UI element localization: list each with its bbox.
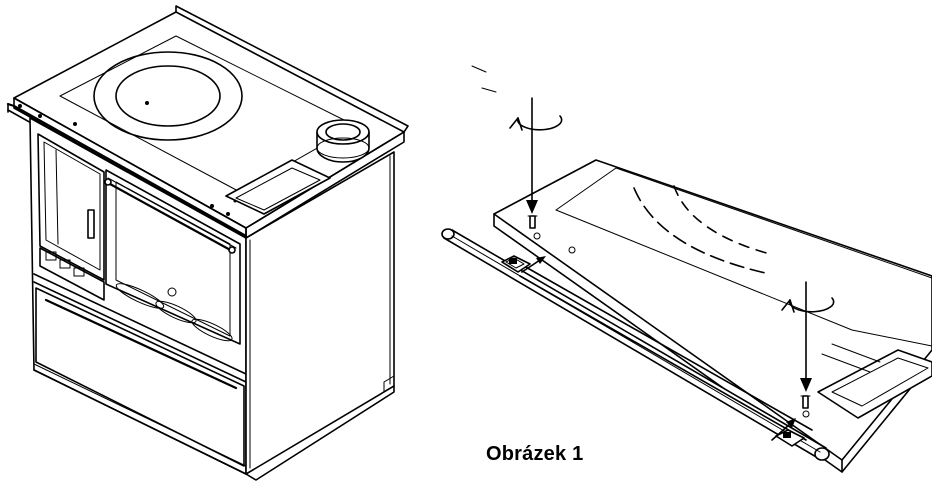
drawer-handle (44, 298, 238, 390)
stove-cooktop (13, 5, 409, 239)
firebox-door (37, 133, 105, 281)
hob-ring-outer (93, 51, 243, 141)
detail-towel-rail (441, 228, 830, 461)
hob-ring-inner (115, 65, 221, 127)
screw-icon (527, 215, 538, 229)
bracket-icon (501, 255, 531, 273)
detail-cooktop-slab (493, 159, 932, 473)
stove-front-face (29, 117, 247, 475)
stove-illustration (6, 5, 409, 481)
oven-door (105, 169, 241, 345)
screw-instruction-left (509, 97, 563, 229)
rail-mounting-detail (441, 65, 932, 473)
bracket-icon (775, 429, 805, 447)
rotate-screw-icon (509, 115, 563, 131)
screw-instruction-right (781, 281, 835, 409)
screw-icon (800, 395, 811, 409)
drawer (35, 287, 245, 467)
stove-side-face (245, 151, 395, 481)
flue-collar (316, 119, 370, 163)
figure-caption: Obrázek 1 (486, 443, 584, 465)
rotate-screw-icon (781, 297, 835, 313)
